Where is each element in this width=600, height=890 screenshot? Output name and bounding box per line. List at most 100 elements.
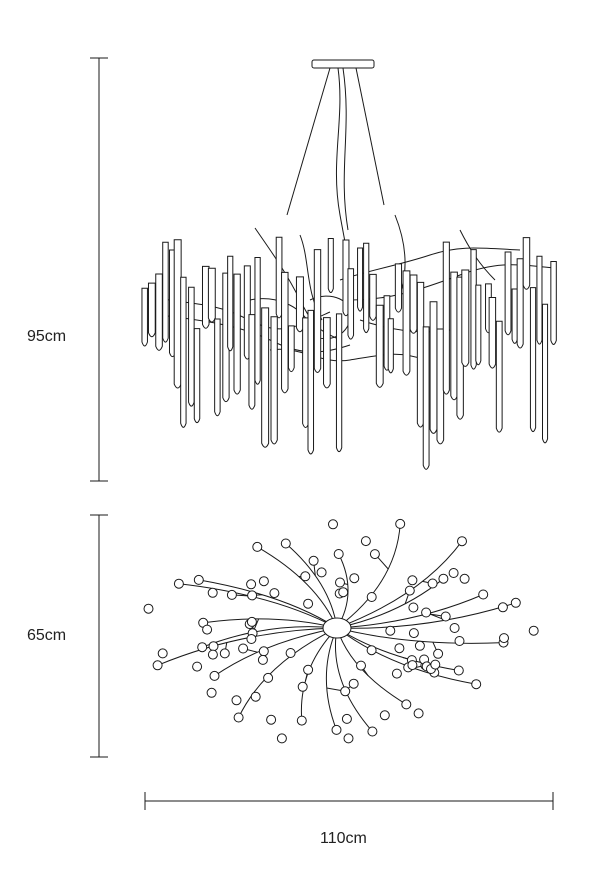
height-dimension (90, 57, 108, 482)
width-label: 110cm (320, 830, 367, 847)
bud (296, 715, 307, 726)
bud (338, 587, 349, 598)
center-hub (322, 617, 352, 639)
crystal-rod (516, 258, 524, 349)
bud (497, 602, 508, 613)
crystal-rod (522, 237, 531, 290)
crystal-rod (422, 326, 430, 470)
crystal-rod (387, 318, 394, 374)
bud (238, 643, 249, 654)
chandelier-side-view (141, 59, 557, 470)
bud (499, 633, 509, 644)
bud (438, 573, 449, 584)
bud (343, 733, 354, 744)
bud (341, 713, 352, 724)
crystal-rod (180, 276, 187, 428)
crystal-rod (409, 274, 418, 334)
side-crystals (141, 236, 557, 470)
crystal-rod (287, 325, 295, 373)
branch (336, 627, 477, 685)
crystal-rod (394, 263, 403, 313)
crystal-rod (201, 265, 210, 329)
bud (233, 712, 244, 723)
bud (427, 578, 438, 589)
crystal-rod (335, 313, 343, 453)
bud (226, 589, 237, 600)
crystal-rod (536, 255, 543, 345)
bud (300, 571, 311, 582)
bud (209, 670, 220, 681)
bud (459, 573, 470, 584)
bud (208, 641, 219, 652)
crystal-rod (147, 282, 156, 338)
crystal-rod (141, 287, 148, 347)
branch (336, 523, 401, 629)
crystal-rod (327, 238, 334, 294)
bud (453, 665, 464, 676)
branch (178, 583, 338, 629)
bud (404, 585, 415, 596)
bud (433, 648, 444, 659)
ceiling-canopy (311, 59, 375, 69)
branch (336, 594, 484, 629)
bud (285, 648, 296, 658)
crystal-rod (495, 320, 503, 433)
depth-dimension (90, 514, 108, 758)
crystal-rod (162, 241, 169, 343)
bud (303, 664, 314, 675)
bud (157, 648, 168, 659)
bud (193, 574, 204, 585)
crystal-rod (254, 256, 261, 385)
crystal-rod (470, 249, 477, 370)
top-buds (143, 518, 539, 744)
crystal-rod (155, 273, 163, 351)
branch (238, 627, 338, 718)
bud (440, 611, 451, 622)
crystal-rod (323, 317, 331, 389)
crystal-rod (248, 314, 256, 410)
bud (401, 699, 412, 710)
crystal-rod (313, 249, 322, 373)
bud (408, 628, 419, 639)
bud (280, 538, 291, 549)
bud (395, 518, 406, 529)
crystal-rod (281, 271, 289, 394)
bud (360, 536, 371, 547)
branch (202, 626, 338, 648)
bud (246, 579, 257, 590)
crystal-rod (369, 273, 377, 321)
crystal-rod (475, 284, 482, 366)
bud (258, 646, 269, 657)
bud (391, 668, 402, 679)
crystal-rod (504, 251, 512, 336)
bud (471, 679, 482, 690)
bud (250, 691, 261, 702)
branch (203, 618, 338, 629)
crystal-rod (450, 271, 458, 401)
branch (285, 543, 338, 629)
branch (336, 627, 504, 644)
bud (430, 659, 441, 670)
bud (247, 590, 258, 601)
bud (333, 549, 344, 559)
bud (258, 576, 269, 587)
bud (449, 623, 460, 633)
bud (349, 573, 360, 584)
bud (331, 724, 342, 735)
width-dimension (144, 792, 554, 810)
crystal-rod (550, 261, 557, 345)
bud (252, 541, 263, 552)
crystal-rod (261, 307, 270, 448)
crystal-rod (227, 255, 234, 352)
crystal-rod (461, 269, 470, 367)
bud (421, 607, 432, 618)
crystal-rod (529, 287, 537, 433)
crystal-rod (270, 316, 278, 445)
branch (257, 546, 338, 629)
bud (173, 578, 184, 589)
bud (297, 681, 308, 692)
bud (457, 536, 467, 547)
crystal-rod (188, 286, 195, 407)
bud (257, 654, 268, 665)
crystal-rod (442, 241, 450, 395)
